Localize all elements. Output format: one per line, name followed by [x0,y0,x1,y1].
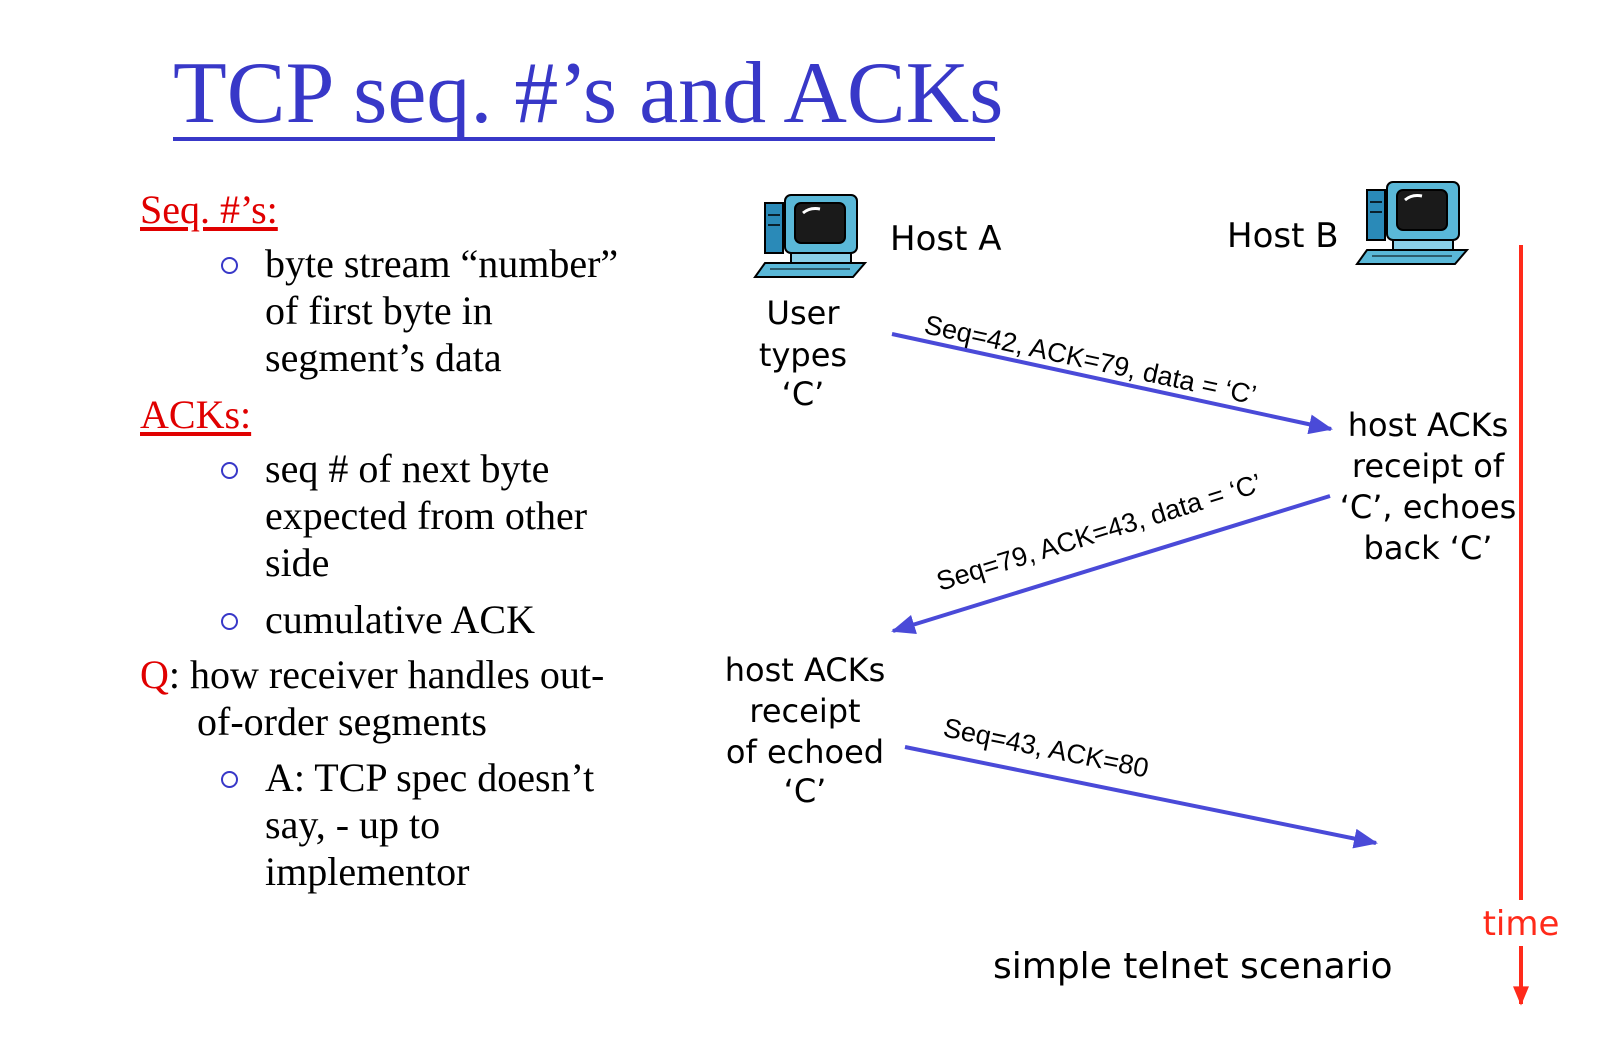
host-a-label: Host A [890,219,1001,259]
bullet-icon [221,613,238,630]
message-3-label: Seq=43, ACK=80 [941,712,1151,783]
note-user-types: User types ‘C’ [759,294,847,413]
seq-bullet-1-line-3: segment’s data [265,335,502,380]
diagram-caption: simple telnet scenario [993,946,1393,987]
ack-bullet-1-line-1: seq # of next byte [265,446,550,491]
message-1-label: Seq=42, ACK=79, data = ‘C’ [922,310,1259,411]
note-b1-line-3: ‘C’, echoes [1340,488,1517,526]
question: Q: how receiver handles out- of-order se… [140,651,604,745]
answer-line-3: implementor [265,849,470,894]
note-b1-line-1: host ACKs [1348,406,1509,444]
seq-heading: Seq. #’s: [140,187,278,232]
bullet-icon [221,462,238,479]
ack-bullet-1-line-3: side [265,540,330,585]
time-label: time [1483,904,1560,944]
answer-line-1: A: TCP spec doesn’t [265,755,595,800]
time-label-bg [1480,900,1562,946]
ack-heading: ACKs: [140,392,252,437]
message-arrow-1 [891,332,1333,435]
note-a2-line-4: ‘C’ [784,772,827,810]
note-a1-line-3: ‘C’ [782,375,825,413]
note-b1-line-4: back ‘C’ [1364,529,1493,567]
note-b1-line-2: receipt of [1352,447,1505,485]
seq-bullet-1: byte stream “number” of first byte in se… [265,240,618,381]
question-line-2: of-order segments [197,699,487,744]
bullet-icon [221,771,238,788]
ack-bullet-2: cumulative ACK [265,596,535,643]
note-host-b-acks: host ACKs receipt of ‘C’, echoes back ‘C… [1340,406,1517,567]
note-a2-line-3: of echoed [726,733,884,771]
question-line-1: : how receiver handles out- [168,652,605,697]
seq-bullet-1-line-2: of first byte in [265,288,493,333]
message-arrow-2 [891,494,1331,635]
bullet-icon [221,257,238,274]
ack-bullet-1-line-2: expected from other [265,493,588,538]
note-a2-line-2: receipt [749,692,860,730]
answer-bullet: A: TCP spec doesn’t say, - up to impleme… [265,754,594,895]
seq-bullet-1-line-1: byte stream “number” [265,241,619,286]
computer-icon-host-a [753,194,868,278]
slide-title: TCP seq. #’s and ACKs [173,45,1004,142]
question-letter: Q [140,652,169,697]
host-b-label: Host B [1227,216,1339,256]
computer-icon-host-b [1355,181,1470,265]
note-a2-line-1: host ACKs [725,651,886,689]
note-a1-line-2: types [759,336,847,374]
answer-line-2: say, - up to [265,802,441,847]
ack-bullet-2-line-1: cumulative ACK [265,597,535,642]
ack-bullet-1: seq # of next byte expected from other s… [265,445,587,586]
message-arrow-3 [904,745,1378,849]
title-underline [173,137,995,141]
note-host-a-acks: host ACKs receipt of echoed ‘C’ [725,651,886,810]
note-a1-line-1: User [767,294,841,332]
